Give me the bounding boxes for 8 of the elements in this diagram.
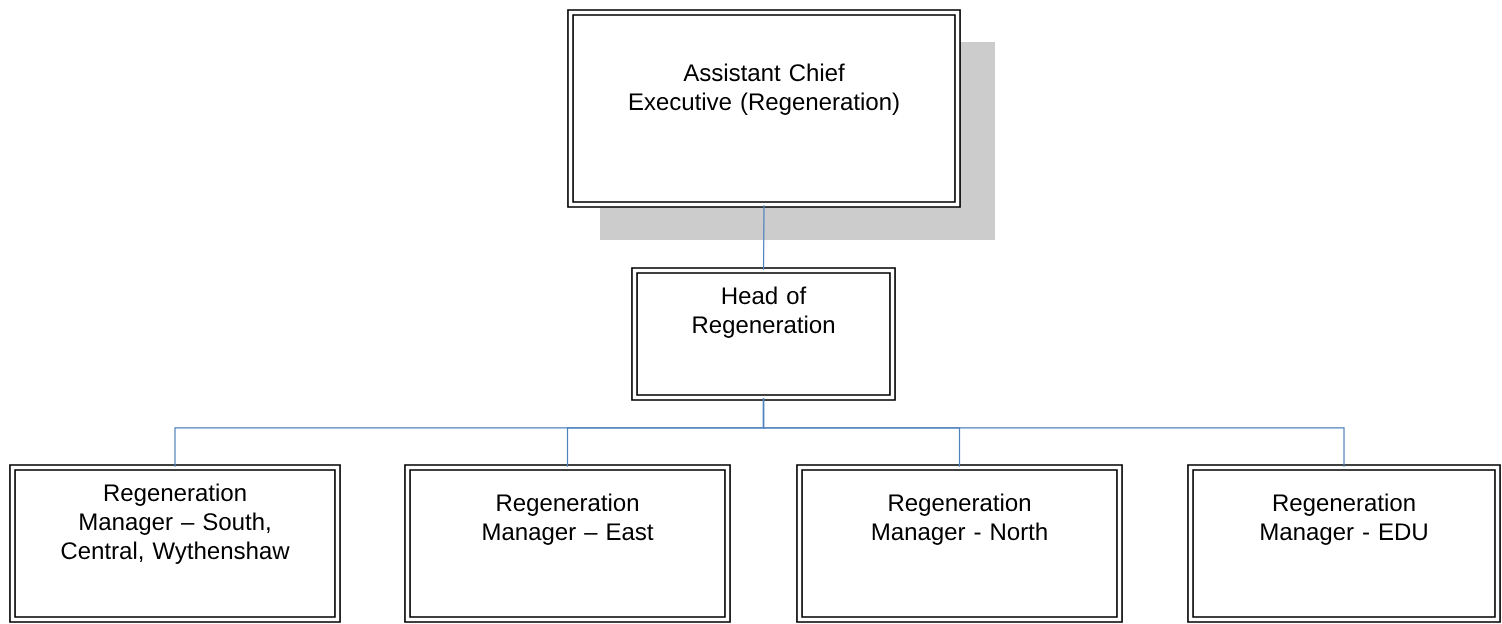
connector-line <box>762 397 1345 468</box>
role-box: Regeneration Manager – East <box>404 464 731 623</box>
role-box: Assistant Chief Executive (Regeneration) <box>567 9 961 208</box>
role-box: Head of Regeneration <box>631 267 896 401</box>
role-box: Regeneration Manager - North <box>796 464 1123 623</box>
role-box: Regeneration Manager - EDU <box>1187 464 1501 623</box>
connector-line <box>762 204 765 271</box>
role-box: Regeneration Manager – South, Central, Wythenshaw <box>9 464 341 623</box>
